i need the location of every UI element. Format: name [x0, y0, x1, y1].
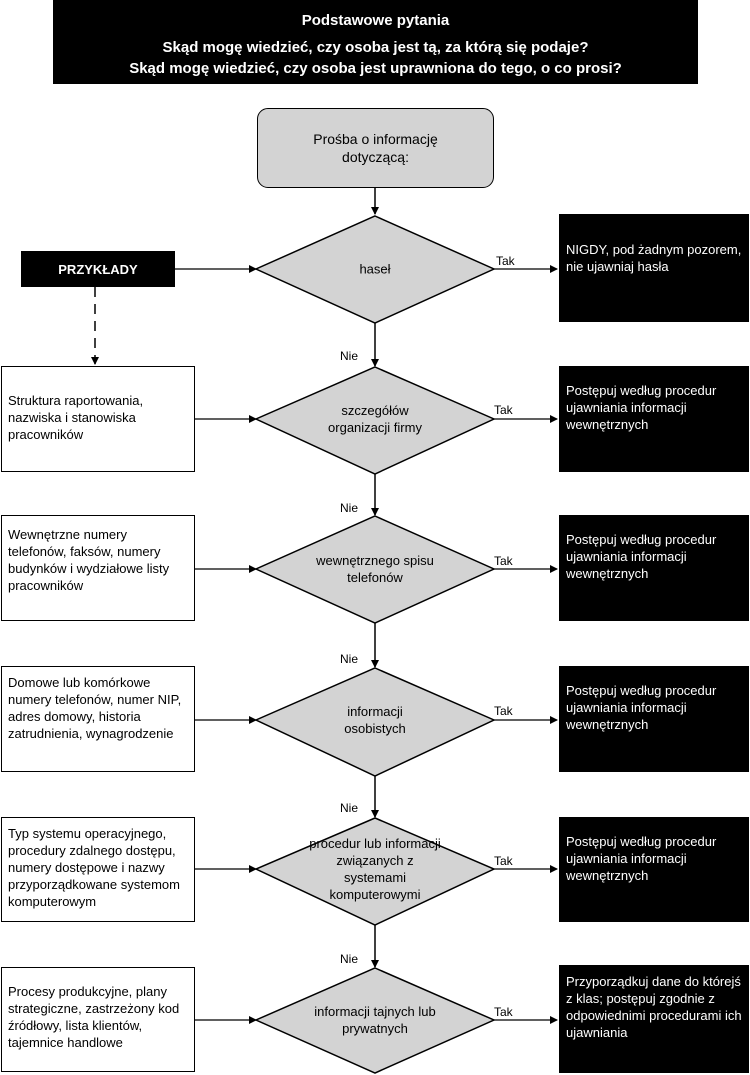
- decision-label-5: procedur lub informacji związanych z sys…: [309, 836, 441, 902]
- yes-label-4: Tak: [494, 704, 513, 718]
- decision-diamond-3: [254, 515, 496, 624]
- yes-label-2: Tak: [494, 403, 513, 417]
- example-box-4: Typ systemu operacyjnego, procedury zdal…: [1, 817, 195, 922]
- header-question-1: Skąd mogę wiedzieć, czy osoba jest tą, z…: [162, 39, 589, 56]
- decision-diamond-4: [254, 667, 496, 777]
- result-box-2: Postępuj według procedur ujawniania info…: [559, 366, 749, 472]
- no-label-3: Nie: [340, 652, 359, 666]
- result-box-1: NIGDY, pod żadnym pozorem, nie ujawniaj …: [559, 214, 749, 322]
- decision-label-6: informacji tajnych lub prywatnych: [314, 1004, 436, 1036]
- result-box-4: Postępuj według procedur ujawniania info…: [559, 666, 749, 772]
- header-banner: Podstawowe pytania Skąd mogę wiedzieć, c…: [53, 0, 698, 84]
- example-box-2: Wewnętrzne numery telefonów, faksów, num…: [1, 515, 195, 621]
- yes-label-5: Tak: [494, 854, 513, 868]
- yes-label-3: Tak: [494, 554, 513, 568]
- result-box-3: Postępuj według procedur ujawniania info…: [559, 515, 749, 621]
- decision-label-4: informacji osobistych: [344, 704, 406, 736]
- yes-label-6: Tak: [494, 1005, 513, 1019]
- example-box-1: Struktura raportowania, nazwiska i stano…: [1, 366, 195, 472]
- yes-label-1: Tak: [496, 254, 515, 268]
- examples-label-box: PRZYKŁADY: [21, 251, 175, 287]
- examples-label: PRZYKŁADY: [58, 261, 138, 277]
- decision-label-1: haseł: [359, 261, 391, 277]
- example-box-3: Domowe lub komórkowe numery telefonów, n…: [1, 666, 195, 772]
- no-label-5: Nie: [340, 952, 359, 966]
- start-text: Prośba o informację dotyczącą:: [313, 131, 438, 165]
- decision-diamond-5: [254, 817, 496, 926]
- header-question-2: Skąd mogę wiedzieć, czy osoba jest upraw…: [129, 60, 622, 77]
- result-box-6: Przyporządkuj dane do którejś z klas; po…: [559, 965, 749, 1073]
- no-label-1: Nie: [340, 349, 359, 363]
- decision-label-2: szczegółów organizacji firmy: [328, 403, 422, 435]
- result-box-5: Postępuj według procedur ujawniania info…: [559, 817, 749, 922]
- header-title: Podstawowe pytania: [301, 12, 450, 29]
- decision-diamond-2: [254, 366, 496, 475]
- decision-label-3: wewnętrznego spisu telefonów: [316, 553, 434, 585]
- example-box-5: Procesy produkcyjne, plany strategiczne,…: [1, 967, 195, 1072]
- decision-diamond-6: [254, 967, 496, 1074]
- no-label-4: Nie: [340, 801, 359, 815]
- decision-diamond-1: [254, 215, 496, 324]
- start-box: Prośba o informację dotyczącą:: [257, 108, 494, 188]
- no-label-2: Nie: [340, 501, 359, 515]
